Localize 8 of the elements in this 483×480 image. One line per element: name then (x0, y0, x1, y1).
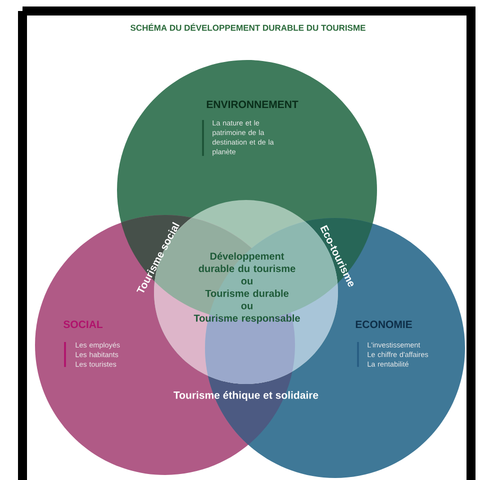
heading: SOCIAL (64, 320, 103, 328)
heading: ECONOMIE (356, 320, 412, 328)
center-text: ou (241, 304, 252, 310)
center-text: ou (241, 279, 252, 285)
center-text: Tourisme durable (205, 290, 289, 297)
title: SCHÉMA DU DÉVELOPPEMENT DURABLE DU TOURISME (130, 23, 366, 31)
center-text: Tourisme responsable (194, 314, 300, 324)
heading: ENVIRONNEMENT (206, 100, 298, 108)
